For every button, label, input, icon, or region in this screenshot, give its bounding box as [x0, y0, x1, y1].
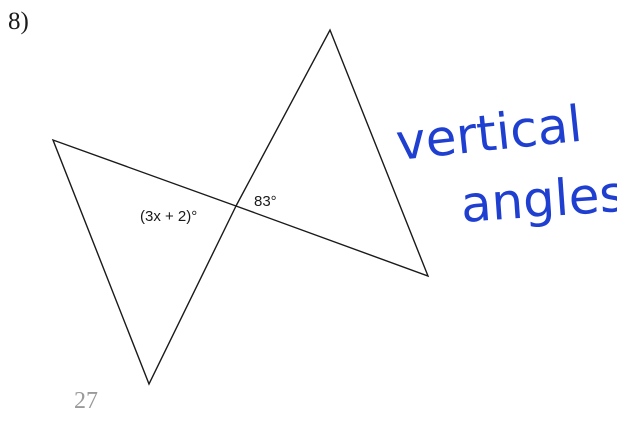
right-triangle	[235, 28, 430, 278]
page-number: 27	[74, 388, 98, 414]
handwritten-note-line2: angles	[459, 165, 617, 234]
angle-label-left: (3x + 2)°	[140, 208, 197, 225]
angle-label-right: 83°	[254, 193, 277, 210]
handwritten-note-line1: vertical	[393, 95, 584, 172]
left-triangle	[51, 138, 237, 386]
problem-number: 8)	[8, 8, 29, 35]
